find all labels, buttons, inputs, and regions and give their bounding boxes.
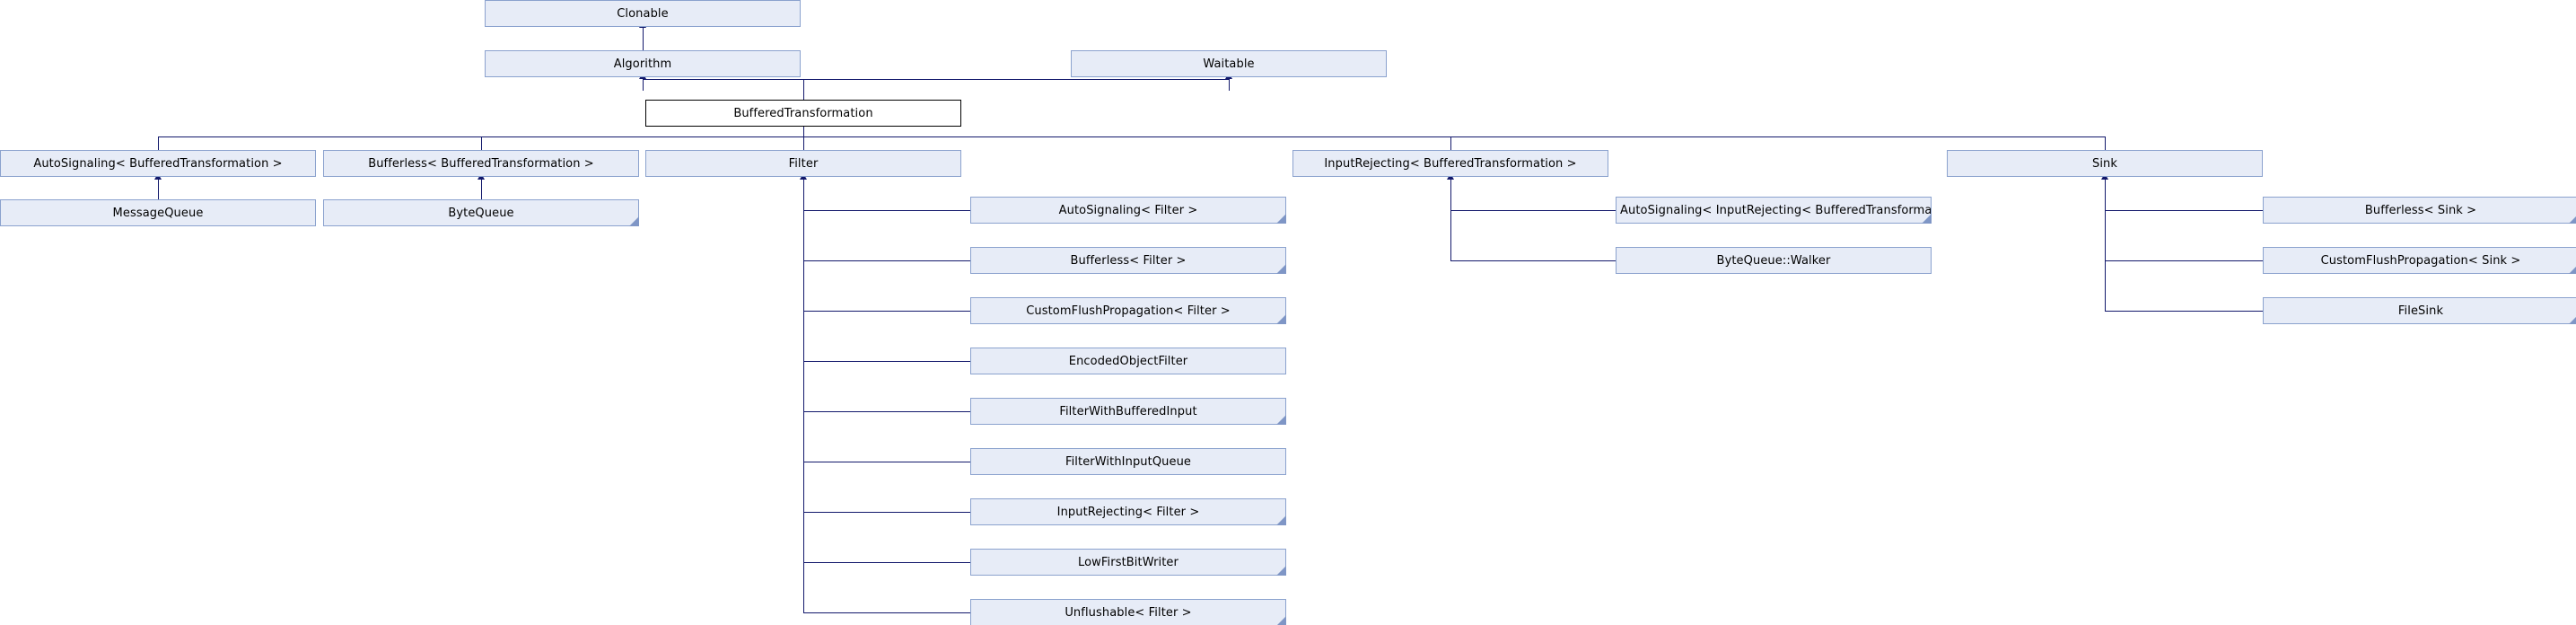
class-node-clonable[interactable]: Clonable [485, 0, 801, 27]
class-node-filterwithbufferedinput[interactable]: FilterWithBufferedInput [970, 398, 1286, 425]
edge-filter-branch-2 [803, 260, 970, 261]
edge-filter-branch-9 [803, 612, 970, 613]
class-label-encodedobjectfilter: EncodedObjectFilter [1068, 355, 1188, 367]
class-node-bufferless-bufferedtransformation[interactable]: Bufferless< BufferedTransformation > [323, 150, 639, 177]
edge-bt-down [803, 125, 804, 137]
class-label-customflushpropagation-filter: CustomFlushPropagation< Filter > [1026, 304, 1231, 317]
edge-sink-trunk [2105, 180, 2106, 311]
edge-bus-to-autosignaling-bt [158, 136, 159, 150]
edge-filter-branch-8 [803, 562, 970, 563]
edge-bus-bt-children [158, 136, 2106, 137]
edge-inputrejecting-branch-1 [1450, 210, 1617, 211]
class-node-lowfirstbitwriter[interactable]: LowFirstBitWriter [970, 549, 1286, 576]
class-node-algorithm[interactable]: Algorithm [485, 50, 801, 77]
class-node-filterwithinputqueue[interactable]: FilterWithInputQueue [970, 448, 1286, 475]
edge-bus-to-inputrejecting-bt [1450, 136, 1451, 150]
class-node-waitable[interactable]: Waitable [1071, 50, 1387, 77]
class-label-bufferedtransformation: BufferedTransformation [733, 107, 873, 119]
edge-bus-to-filter [803, 136, 804, 150]
class-label-bytequeue-walker: ByteQueue::Walker [1716, 254, 1831, 267]
edge-messagequeue-to-autosignaling-bt [158, 180, 159, 199]
edge-inputrejecting-trunk [1450, 180, 1451, 260]
edge-sink-branch-3 [2105, 311, 2263, 312]
class-label-bufferless-bufferedtransformation: Bufferless< BufferedTransformation > [368, 157, 594, 170]
class-node-autosignaling-bufferedtransformation[interactable]: AutoSignaling< BufferedTransformation > [0, 150, 316, 177]
class-node-bufferedtransformation[interactable]: BufferedTransformation [645, 100, 961, 127]
class-label-filesink: FileSink [2397, 304, 2444, 317]
class-node-bufferless-sink[interactable]: Bufferless< Sink > [2263, 197, 2576, 224]
class-label-algorithm: Algorithm [613, 57, 672, 70]
edge-inputrejecting-branch-2 [1450, 260, 1617, 261]
class-label-unflushable-filter: Unflushable< Filter > [1065, 606, 1192, 619]
class-label-bytequeue: ByteQueue [448, 207, 514, 219]
edge-filter-branch-7 [803, 512, 970, 513]
class-label-sink: Sink [2091, 157, 2118, 170]
class-node-inputrejecting-filter[interactable]: InputRejecting< Filter > [970, 498, 1286, 525]
edge-sink-branch-1 [2105, 210, 2263, 211]
edge-bytequeue-to-bufferless-bt [481, 180, 482, 199]
class-label-messagequeue: MessageQueue [112, 207, 204, 219]
class-node-inputrejecting-bufferedtransformation[interactable]: InputRejecting< BufferedTransformation > [1292, 150, 1608, 177]
class-node-messagequeue[interactable]: MessageQueue [0, 199, 316, 226]
edge-filter-branch-3 [803, 311, 970, 312]
edge-bus-to-sink [2105, 136, 2106, 150]
class-node-sink[interactable]: Sink [1947, 150, 2263, 177]
class-node-filesink[interactable]: FileSink [2263, 297, 2576, 324]
class-node-autosignaling-filter[interactable]: AutoSignaling< Filter > [970, 197, 1286, 224]
class-label-inputrejecting-bufferedtransformation: InputRejecting< BufferedTransformation > [1324, 157, 1577, 170]
class-label-inputrejecting-filter: InputRejecting< Filter > [1056, 506, 1200, 518]
class-label-filterwithinputqueue: FilterWithInputQueue [1065, 455, 1192, 468]
class-node-bytequeue[interactable]: ByteQueue [323, 199, 639, 226]
class-label-autosignaling-filter: AutoSignaling< Filter > [1058, 204, 1198, 216]
class-label-clonable: Clonable [617, 7, 669, 20]
class-label-filter: Filter [788, 157, 819, 170]
edge-sink-branch-2 [2105, 260, 2263, 261]
edge-bt-to-waitable [1229, 79, 1230, 91]
edge-filter-branch-4 [803, 361, 970, 362]
class-label-bufferless-filter: Bufferless< Filter > [1070, 254, 1187, 267]
class-label-autosignaling-inputrejecting-bufferedtransformation: AutoSignaling< InputRejecting< BufferedT… [1620, 204, 1931, 216]
edge-bus-to-bufferless-bt [481, 136, 482, 150]
edge-algorithm-to-clonable [643, 28, 644, 57]
edge-bus-bt-parents [643, 79, 1229, 80]
class-label-filterwithbufferedinput: FilterWithBufferedInput [1059, 405, 1197, 418]
class-label-lowfirstbitwriter: LowFirstBitWriter [1078, 556, 1178, 568]
class-node-customflushpropagation-sink[interactable]: CustomFlushPropagation< Sink > [2263, 247, 2576, 274]
class-label-waitable: Waitable [1203, 57, 1255, 70]
edge-bt-to-algorithm [643, 79, 644, 91]
class-node-autosignaling-inputrejecting-bufferedtransformation[interactable]: AutoSignaling< InputRejecting< BufferedT… [1616, 197, 1932, 224]
class-node-customflushpropagation-filter[interactable]: CustomFlushPropagation< Filter > [970, 297, 1286, 324]
edge-filter-branch-5 [803, 411, 970, 412]
class-node-unflushable-filter[interactable]: Unflushable< Filter > [970, 599, 1286, 625]
edge-filter-branch-1 [803, 210, 970, 211]
class-node-bytequeue-walker[interactable]: ByteQueue::Walker [1616, 247, 1932, 274]
class-node-encodedobjectfilter[interactable]: EncodedObjectFilter [970, 348, 1286, 374]
class-label-customflushpropagation-sink: CustomFlushPropagation< Sink > [2320, 254, 2521, 267]
edge-bus-down-to-bt [803, 79, 804, 101]
edge-filter-trunk [803, 180, 804, 612]
class-label-bufferless-sink: Bufferless< Sink > [2364, 204, 2477, 216]
class-node-filter[interactable]: Filter [645, 150, 961, 177]
class-label-autosignaling-bufferedtransformation: AutoSignaling< BufferedTransformation > [33, 157, 283, 170]
class-node-bufferless-filter[interactable]: Bufferless< Filter > [970, 247, 1286, 274]
